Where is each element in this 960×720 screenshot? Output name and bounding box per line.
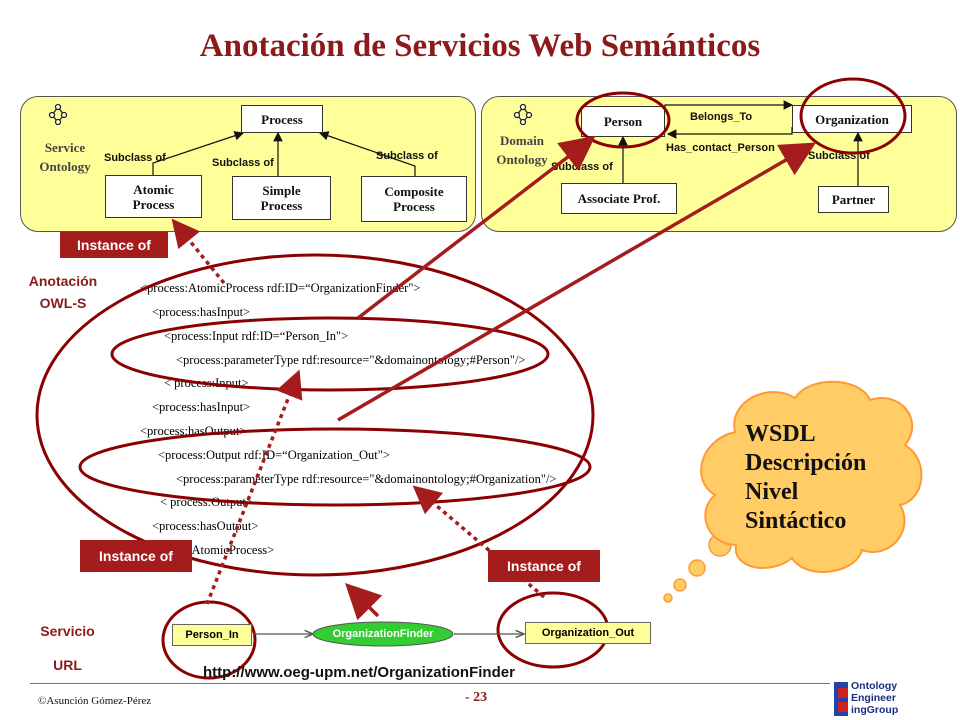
wsdl-cloud-text: WSDL Descripción Nivel Sintáctico <box>745 421 867 534</box>
organization-finder-label: OrganizationFinder <box>332 628 434 640</box>
code-line: <process:parameterType rdf:resource="&do… <box>176 472 557 486</box>
wsdl-cloud <box>700 380 923 573</box>
service-url[interactable]: http://www.oeg-upm.net/OrganizationFinde… <box>203 664 515 681</box>
belongs-to-label: Belongs_To <box>690 111 753 123</box>
code-line: <process:hasOutput> <box>152 519 259 533</box>
input-ellipse <box>110 316 550 392</box>
instance-of-badge: Instance of <box>488 550 600 582</box>
organization-box: Organization <box>792 105 912 133</box>
finder-to-annotation-arrow <box>345 583 383 621</box>
organization-ellipse <box>799 77 907 155</box>
domain-ontology-icon <box>513 103 533 125</box>
code-line: <process:hasInput> <box>152 400 251 414</box>
has-contact-person-label: Has_contact_Person <box>666 142 775 154</box>
input-to-person-arrow <box>356 135 596 320</box>
subclass-label-simple: Subclass of <box>212 157 274 169</box>
partner-box: Partner <box>818 186 889 213</box>
person-box: Person <box>581 106 665 137</box>
code-line: <process:Input rdf:ID=“Person_In"> <box>164 329 349 343</box>
service-ontology-icon <box>48 103 68 125</box>
footer-author: ©Asunción Gómez-Pérez <box>38 695 152 707</box>
process-box: Process <box>241 105 323 133</box>
oeg-logo-mark-accent <box>838 688 848 698</box>
code-line: <process:hasOutput> <box>140 424 247 438</box>
page-number: - 23 <box>465 690 488 705</box>
code-line: <process:Output rdf:ID=“Organization_Out… <box>158 448 390 462</box>
oeg-logo-mark-accent <box>838 702 848 712</box>
composite-process-box: Composite Process <box>361 176 467 222</box>
person-ellipse <box>575 91 671 149</box>
person-in-node: Person_In <box>172 624 252 646</box>
subclass-label-atomic: Subclass of <box>104 152 166 164</box>
thought-dot <box>663 593 673 603</box>
instance-of-badge: Instance of <box>80 540 192 572</box>
oeg-logo-text: Ontology Engineer ingGroup <box>851 680 899 716</box>
organization-finder-node <box>312 621 454 647</box>
service-url-label: Servicio URL <box>40 623 95 673</box>
subclass-label-composite: Subclass of <box>376 150 438 162</box>
thought-dot <box>673 578 687 592</box>
organization-out-node: Organization_Out <box>525 622 651 644</box>
code-line: <process:hasInput> <box>152 305 251 319</box>
instance-of-input-arrow <box>205 369 303 605</box>
service-ontology-label: Service Ontology <box>39 140 91 174</box>
output-ellipse <box>78 427 592 507</box>
footer-divider <box>30 683 830 684</box>
simple-process-box: Simple Process <box>232 176 331 220</box>
atomic-process-box: Atomic Process <box>105 175 202 218</box>
code-line: <process:AtomicProcess rdf:ID=“Organizat… <box>140 281 421 295</box>
owls-annotation-ellipse <box>35 253 595 577</box>
page-title: Anotación de Servicios Web Semánticos <box>199 28 761 64</box>
associate-prof-box: Associate Prof. <box>561 183 677 214</box>
annotation-label: Anotación OWL-S <box>28 273 98 311</box>
thought-dot <box>688 559 706 577</box>
output-to-organization-arrow <box>337 142 817 422</box>
oeg-logo: Ontology Engineer ingGroup <box>834 680 950 718</box>
domain-ontology-label: Domain Ontology <box>496 133 548 167</box>
instance-of-badge: Instance of <box>60 232 168 258</box>
